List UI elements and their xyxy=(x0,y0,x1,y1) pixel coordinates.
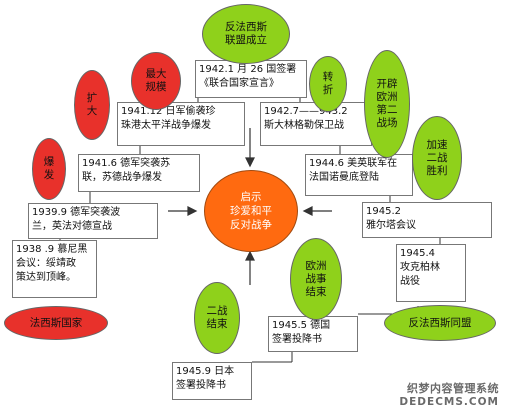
event-1944-6-normandy: 1944.6 美英联军在 法国诺曼底登陆 xyxy=(305,154,413,196)
watermark: 织梦内容管理系统 DEDECMS.COM xyxy=(399,380,499,408)
watermark-cn: 织梦内容管理系统 xyxy=(407,382,499,395)
event-1938-munich: 1938 .9 慕尼黑 会议：绥靖政 策达到顶峰。 xyxy=(12,240,97,298)
event-1942-1-declaration: 1942.1 月 26 国签署 《联合国家宣言》 xyxy=(195,60,307,98)
tag-outbreak: 爆 发 xyxy=(32,138,66,200)
tag-fascist-countries: 法西斯国家 xyxy=(4,306,108,340)
watermark-en: DEDECMS.COM xyxy=(399,396,499,408)
tag-second-front: 开辟 欧洲 第二 战场 xyxy=(364,50,410,158)
event-1945-4-berlin: 1945.4 攻克柏林 战役 xyxy=(396,244,466,302)
tag-turning-point: 转 折 xyxy=(309,56,347,112)
center-lesson-bubble: 启示 珍爱和平 反对战争 xyxy=(204,170,298,252)
event-1942-7-stalingrad: 1942.7——943.2 斯大林格勒保卫战 xyxy=(260,102,372,146)
tag-accelerate-victory: 加速 二战 胜利 xyxy=(412,116,462,200)
event-1945-5-germany-surrender: 1945.5 德国 签署投降书 xyxy=(268,316,358,352)
tag-largest-scale: 最大 规模 xyxy=(131,52,181,110)
event-1941-6-ussr: 1941.6 德军突袭苏 联，苏德战争爆发 xyxy=(78,154,200,192)
event-1939-poland: 1939.9 德军突袭波 兰，英法对德宣战 xyxy=(28,203,158,239)
event-1945-9-japan-surrender: 1945.9 日本 签署投降书 xyxy=(172,362,252,400)
event-1945-2-yalta: 1945.2 雅尔塔会议 xyxy=(362,202,492,238)
tag-europe-war-end: 欧洲 战事 结束 xyxy=(290,238,342,320)
tag-war-end: 二战 结束 xyxy=(194,282,240,354)
event-1941-12-pearl-harbor: 1941.12 日军偷袭珍 珠港太平洋战争爆发 xyxy=(117,102,245,146)
tag-expand: 扩 大 xyxy=(74,70,110,140)
tag-anti-fascist-alliance: 反法西斯同盟 xyxy=(384,305,496,341)
tag-alliance-formed: 反法西斯 联盟成立 xyxy=(202,4,290,64)
